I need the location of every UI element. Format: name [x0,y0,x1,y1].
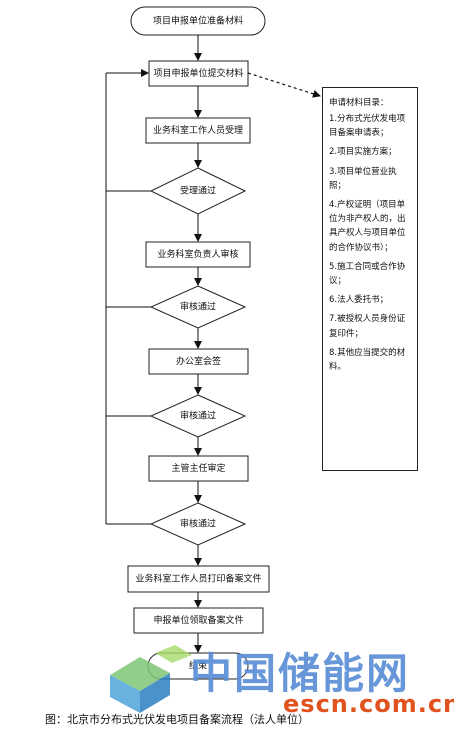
receive-label: 申报单位领取备案文件 [153,614,243,626]
print-label: 业务科室工作人员打印备案文件 [135,573,261,585]
start-label: 项目申报单位准备材料 [153,15,243,27]
director-node [148,455,249,482]
print-node [127,565,270,593]
end-label: 结束 [189,660,207,672]
figure-caption: 图：北京市分布式光伏发电项目备案流程（法人单位） [45,713,309,726]
submit-label: 项目申报单位提交材料 [153,67,243,79]
materials-box: 申请材料目录： 1.分布式光伏发电项目备案申请表； 2.项目实施方案； 3.项目… [322,87,418,471]
materials-item: 1.分布式光伏发电项目备案申请表； [329,114,406,139]
decision4-label: 审核通过 [180,518,216,530]
watermark-brand: 中国储能网 [190,649,411,698]
office-label: 办公室会签 [176,355,221,367]
dashed-connector [247,72,321,98]
materials-title: 申请材料目录： [329,98,389,108]
materials-item: 3.项目单位营业执照； [329,166,397,191]
watermark-logo-icon [110,645,192,713]
director-label: 主管主任审定 [171,462,225,474]
decision3-label: 审核通过 [180,410,216,422]
decision2-label: 审核通过 [180,301,216,313]
review-head-label: 业务科室负责人审核 [157,248,238,260]
materials-item: 5.施工合同或合作协议； [329,261,406,287]
materials-item: 2.项目实施方案； [329,147,397,158]
watermark-url: escn.com.cn [283,690,454,718]
materials-item: 7.被授权人员身份证复印件； [329,314,406,339]
decision1-label: 受理通过 [180,185,216,197]
accept-node [145,117,251,144]
office-node [148,348,249,375]
accept-label: 业务科室工作人员受理 [153,124,243,136]
receive-node [133,607,264,634]
materials-item: 6.法人委托书； [329,295,389,306]
materials-item: 4.产权证明（项目单位为非产权人的，出具产权人与项目单位的合作协议书）； [329,200,406,253]
materials-item: 8.其他应当提交的材料。 [329,347,406,373]
